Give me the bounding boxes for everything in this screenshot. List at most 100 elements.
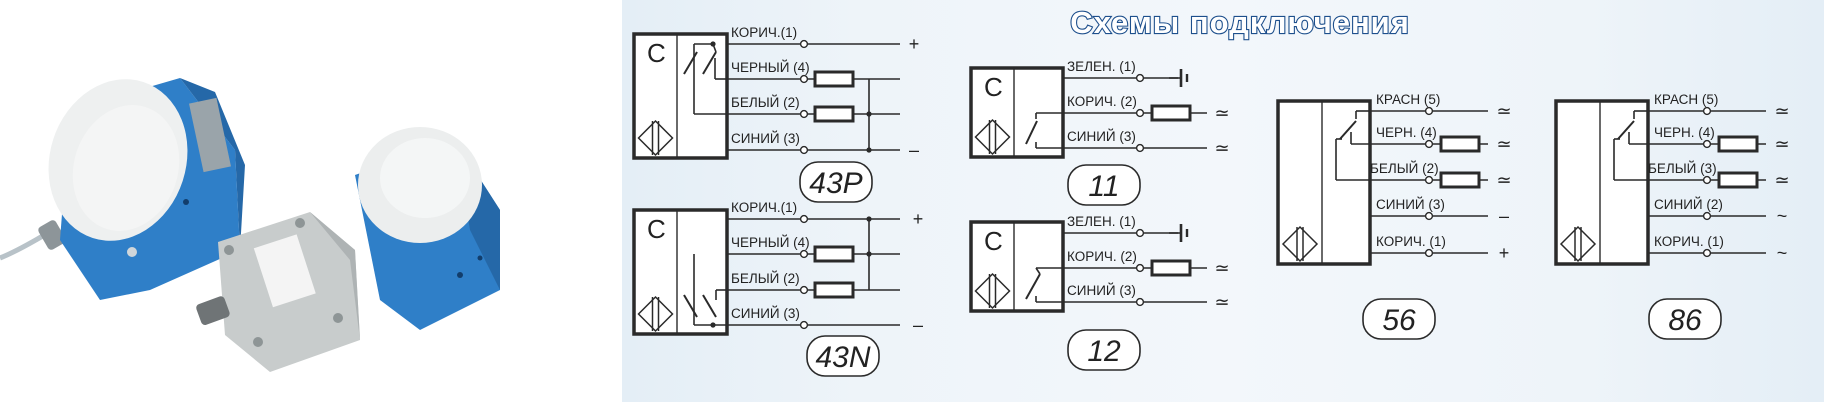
- switch-contact-icon: [683, 51, 698, 75]
- terminal-circle: [1135, 228, 1145, 238]
- terminal-circle: [799, 145, 809, 155]
- wire-segment: [712, 43, 717, 53]
- resistor-icon: [813, 105, 855, 123]
- junction-dot: [866, 216, 872, 222]
- sensor-type-letter: C: [984, 72, 1003, 102]
- junction-dot: [710, 322, 716, 328]
- caption-frame: [1067, 164, 1141, 206]
- capacitive-sensor-icon: [974, 272, 1011, 310]
- wire-label: КОРИЧ.(1): [731, 200, 797, 215]
- sensor-box: [1554, 99, 1650, 266]
- sensor-diamond: [1281, 225, 1319, 263]
- junction-dot: [866, 251, 872, 257]
- plus-symbol: +: [909, 34, 920, 54]
- resistor-icon: [1717, 171, 1759, 189]
- wire-segment: [1617, 120, 1635, 140]
- wire-label: СИНИЙ (3): [1067, 129, 1136, 144]
- wire-label: СИНИЙ (3): [731, 306, 800, 321]
- minus-symbol: –: [909, 140, 919, 160]
- caption-label: 43N: [815, 341, 870, 374]
- sensor-housing: [632, 32, 729, 160]
- terminal-circle: [1702, 211, 1712, 221]
- switch-contact-icon: [1339, 120, 1357, 140]
- wire-label: БЕЛЫЙ (2): [731, 271, 800, 286]
- ac-dc-symbol: ≃: [1214, 292, 1229, 312]
- resistor-icon: [1717, 135, 1759, 153]
- terminal-circle: [799, 214, 809, 224]
- resistor-icon: [813, 245, 855, 263]
- ac-dc-symbol: ≃: [1774, 101, 1789, 121]
- wire-label: ЧЕРН. (4): [1376, 125, 1437, 140]
- wire-label: КОРИЧ. (2): [1067, 94, 1137, 109]
- capacitive-sensor-icon: [1281, 225, 1319, 263]
- resistor-icon: [1439, 135, 1481, 153]
- capacitive-sensor-icon: [1559, 225, 1597, 263]
- switch-contact-icon: [1617, 120, 1635, 140]
- wire-label: СИНИЙ (3): [1376, 197, 1445, 212]
- diagram-caption: 43N: [806, 335, 880, 377]
- ac-dc-symbol: ≃: [1214, 103, 1229, 123]
- wire-label: КОРИЧ. (2): [1067, 249, 1137, 264]
- junction-dot: [866, 147, 872, 153]
- terminal-circle: [1702, 248, 1712, 258]
- resistor-icon: [1439, 171, 1481, 189]
- terminal-circle: [1424, 248, 1434, 258]
- wire-label: СИНИЙ (2): [1654, 197, 1723, 212]
- terminal-circle: [1135, 143, 1145, 153]
- wire-label: ЧЕРНЫЙ (4): [731, 60, 810, 75]
- sensor-box: C: [969, 220, 1065, 313]
- caption-label: 43P: [809, 167, 862, 200]
- resistor-icon: [813, 70, 855, 88]
- panel-title: Схемы подключения: [1070, 5, 1410, 40]
- terminal-circle: [1424, 175, 1434, 185]
- ac-dc-symbol: ≃: [1496, 170, 1511, 190]
- terminal-circle: [1702, 139, 1712, 149]
- capacitive-sensor-icon: [637, 295, 674, 333]
- diagram-caption: 43P: [799, 161, 873, 203]
- ac-symbol: ~: [1777, 206, 1788, 226]
- junction-dot: [866, 111, 872, 117]
- wire-label: КОРИЧ. (1): [1654, 234, 1724, 249]
- plus-symbol: +: [913, 209, 924, 229]
- wire-segment: [1025, 120, 1038, 145]
- capacitive-sensor-icon: [637, 119, 674, 157]
- caption-frame: [1648, 298, 1722, 340]
- terminal-circle: [799, 74, 809, 84]
- caption-frame: [799, 161, 873, 203]
- wire-segment: [702, 294, 717, 318]
- sensor-diamond: [974, 118, 1011, 156]
- ac-symbol: ~: [1777, 243, 1788, 263]
- wire-segment: [1339, 120, 1357, 140]
- wire-segment: [683, 51, 698, 75]
- wire-label: СИНИЙ (3): [731, 131, 800, 146]
- diagram-caption: 12: [1067, 329, 1141, 371]
- minus-symbol: –: [913, 315, 923, 335]
- sensor-type-letter: C: [647, 214, 666, 244]
- sensor-box: C: [632, 208, 729, 336]
- terminal-circle: [799, 285, 809, 295]
- sensor-left: [0, 78, 245, 300]
- terminal-circle: [1135, 263, 1145, 273]
- sensor-type-letter: C: [984, 226, 1003, 256]
- plus-symbol: +: [1499, 243, 1510, 263]
- sensor-photo-illustration: [0, 78, 500, 372]
- terminal-circle: [799, 249, 809, 259]
- wire-segment: [683, 294, 698, 318]
- switch-contact-icon: [702, 294, 717, 318]
- sensor-housing: [1554, 99, 1650, 266]
- wire-label: КРАСН (5): [1376, 92, 1440, 107]
- caption-frame: [806, 335, 880, 377]
- product-photo: [0, 0, 620, 410]
- sensor-box: C: [632, 32, 729, 160]
- caption-label: 86: [1668, 304, 1702, 337]
- terminal-circle: [1135, 297, 1145, 307]
- wire-segment: [1035, 267, 1041, 275]
- sensor-diamond: [637, 119, 674, 157]
- sensor-housing: [1276, 99, 1372, 266]
- ac-dc-symbol: ≃: [1496, 134, 1511, 154]
- ac-dc-symbol: ≃: [1496, 101, 1511, 121]
- terminal-circle: [1135, 108, 1145, 118]
